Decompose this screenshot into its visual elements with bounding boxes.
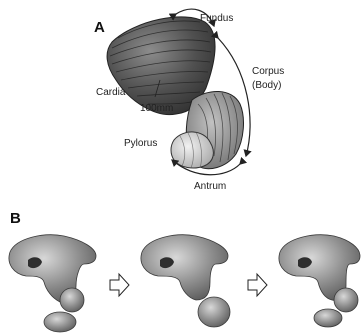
panel-b-letter: B [10,210,21,227]
stomach-antrum-region [171,132,213,168]
label-body: (Body) [252,80,281,91]
label-pylorus: Pylorus [124,138,157,149]
sequence-arrow-icon-1 [110,274,129,296]
label-scale: 100mm [140,103,173,114]
stomach-frame-3 [279,235,360,327]
label-antrum: Antrum [194,181,226,192]
panel-a-letter: A [94,19,105,36]
sequence-arrow-icon-2 [248,274,267,296]
stomach-frame-2 [141,235,230,327]
label-cardia: Cardia [96,87,126,98]
label-corpus: Corpus [252,66,284,77]
stomach-frame-1 [9,235,96,332]
label-fundus: Fundus [200,13,233,24]
